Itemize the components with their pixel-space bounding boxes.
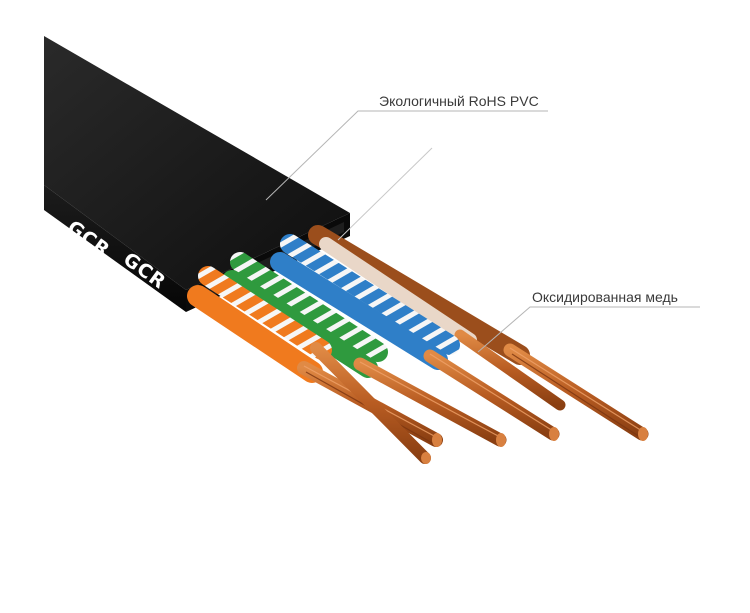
wire-orange-white-copper	[310, 342, 431, 464]
wire-blue-white	[280, 234, 460, 355]
callout-leader-conductor	[477, 306, 700, 353]
callout-label-jacket: Экологичный RoHS PVC	[379, 93, 539, 109]
wire-blue	[270, 252, 560, 441]
wire-green-white	[230, 252, 388, 362]
callout-leader-jacket	[265, 110, 548, 241]
wire-brown-white	[319, 237, 566, 411]
wire-orange-white	[198, 266, 332, 360]
callout-label-conductor: Оксидированная медь	[532, 289, 678, 305]
